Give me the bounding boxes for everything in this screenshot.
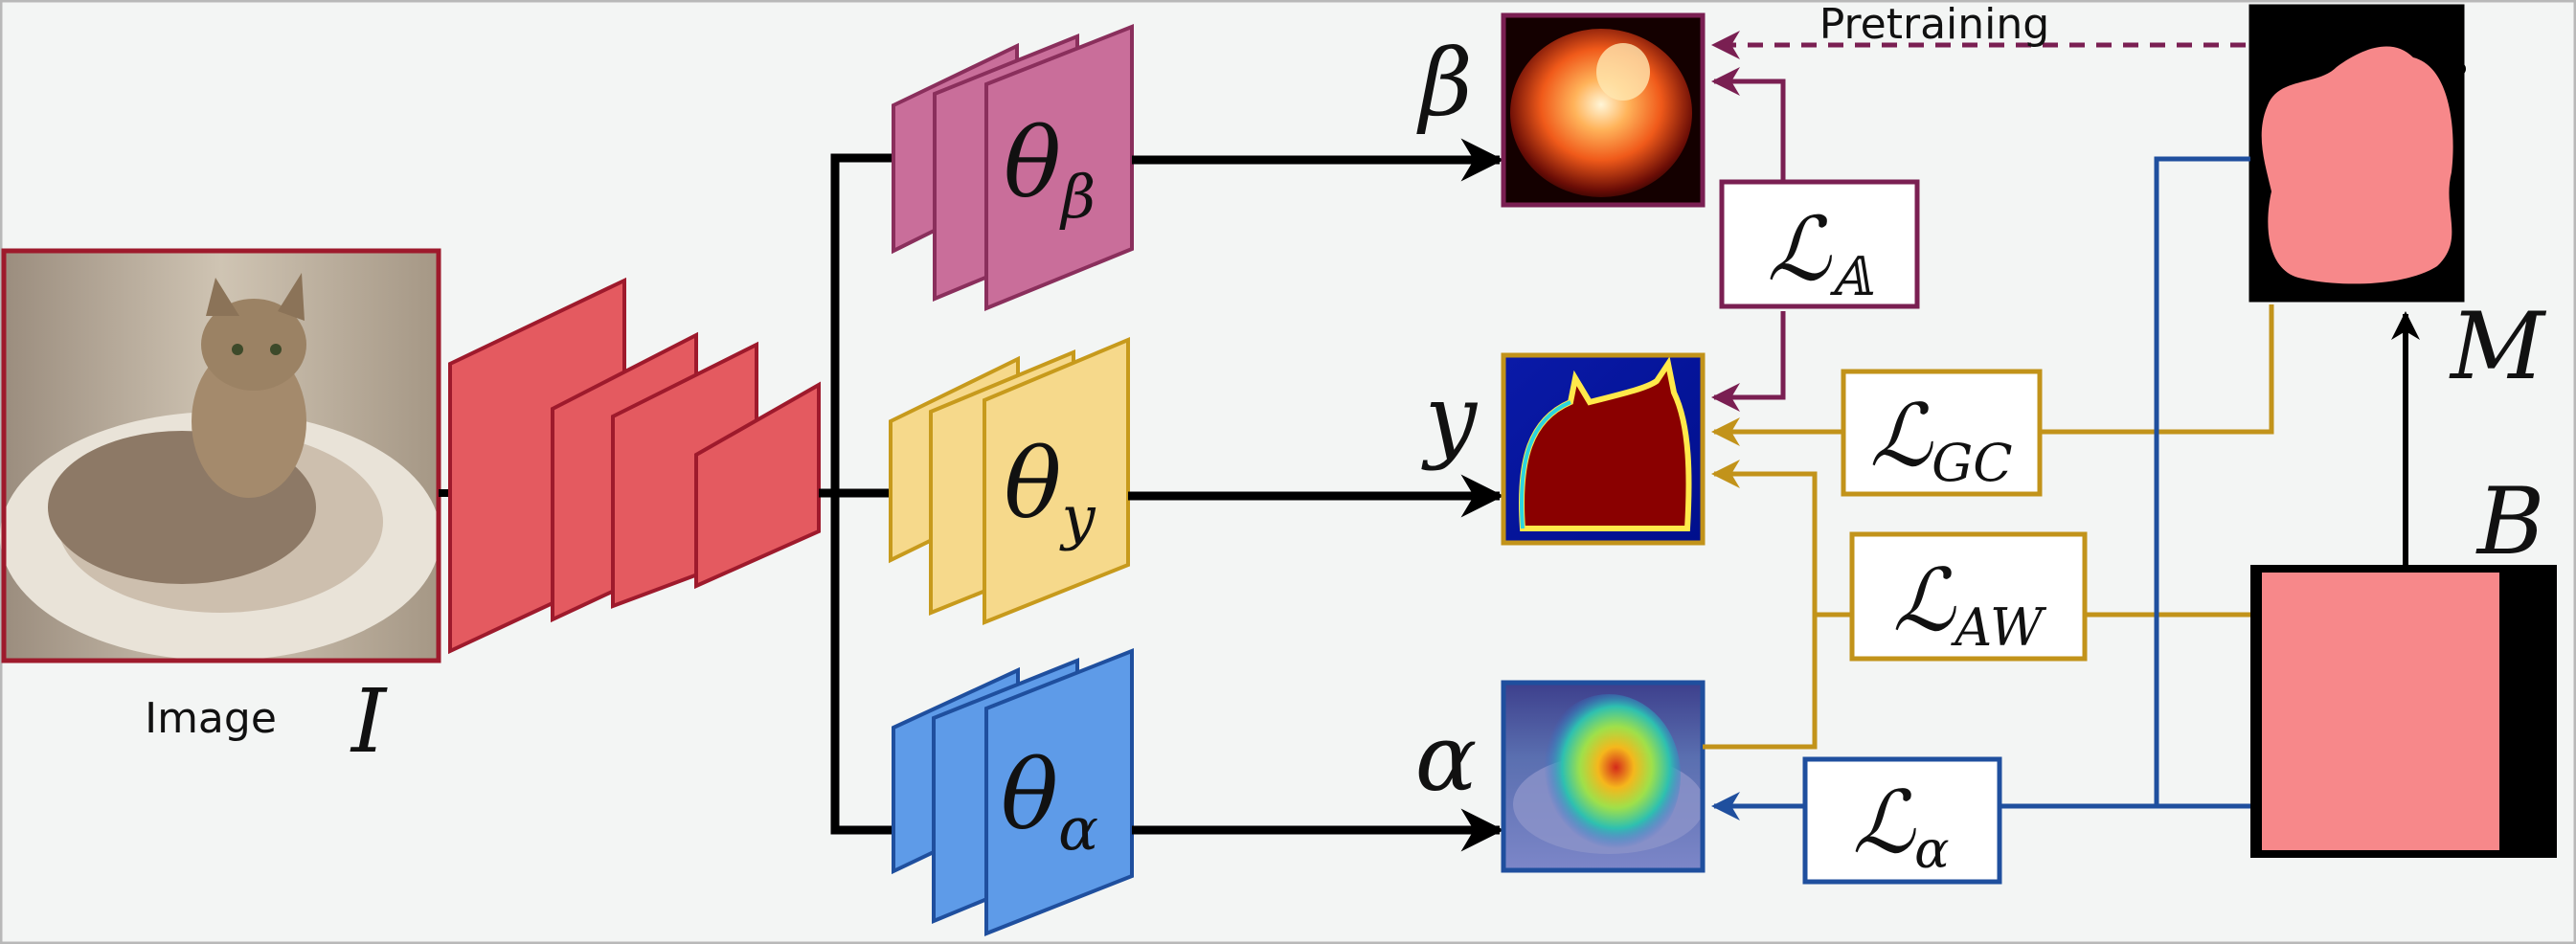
pretraining-label: Pretraining bbox=[1819, 0, 2049, 49]
loss-aw-box bbox=[1849, 531, 2088, 662]
loss-alpha-box bbox=[1802, 756, 2002, 885]
encoder-stack bbox=[448, 277, 821, 655]
box-symbol: B bbox=[2475, 468, 2545, 575]
head-alpha bbox=[892, 648, 1134, 936]
input-image bbox=[0, 248, 441, 663]
box-b bbox=[2250, 565, 2557, 858]
output-alpha-map bbox=[1501, 680, 1706, 873]
head-beta bbox=[892, 24, 1134, 311]
loss-a-box bbox=[1719, 179, 1920, 309]
head-beta-label: θβ bbox=[1004, 107, 1096, 232]
output-beta-map bbox=[1501, 12, 1706, 208]
loss-gc-label: ℒGC bbox=[1869, 386, 2012, 493]
loss-a-label: ℒ𝔸 bbox=[1767, 198, 1873, 308]
head-output-arrows bbox=[1128, 138, 1504, 852]
output-alpha-symbol: α bbox=[1415, 705, 1478, 812]
head-y-label: θy bbox=[1004, 428, 1096, 552]
loss-a-connectors bbox=[1711, 67, 1786, 412]
mask-symbol: M bbox=[2449, 293, 2547, 400]
loss-gc-box bbox=[1841, 369, 2043, 497]
loss-aw-connectors bbox=[1703, 460, 2250, 750]
mask-m bbox=[2248, 4, 2466, 303]
loss-aw-label: ℒAW bbox=[1892, 551, 2047, 658]
image-caption: Image bbox=[145, 694, 277, 743]
output-y-symbol: y bbox=[1421, 365, 1479, 472]
loss-gc-connectors bbox=[1711, 304, 2274, 446]
head-y bbox=[889, 336, 1130, 625]
loss-alpha-label: ℒα bbox=[1852, 773, 1949, 880]
output-y-map bbox=[1501, 352, 1706, 546]
loss-alpha-connectors bbox=[1711, 156, 2250, 820]
image-symbol: I bbox=[350, 670, 388, 773]
head-alpha-label: θα bbox=[1001, 739, 1098, 864]
output-beta-symbol: β bbox=[1416, 30, 1473, 137]
